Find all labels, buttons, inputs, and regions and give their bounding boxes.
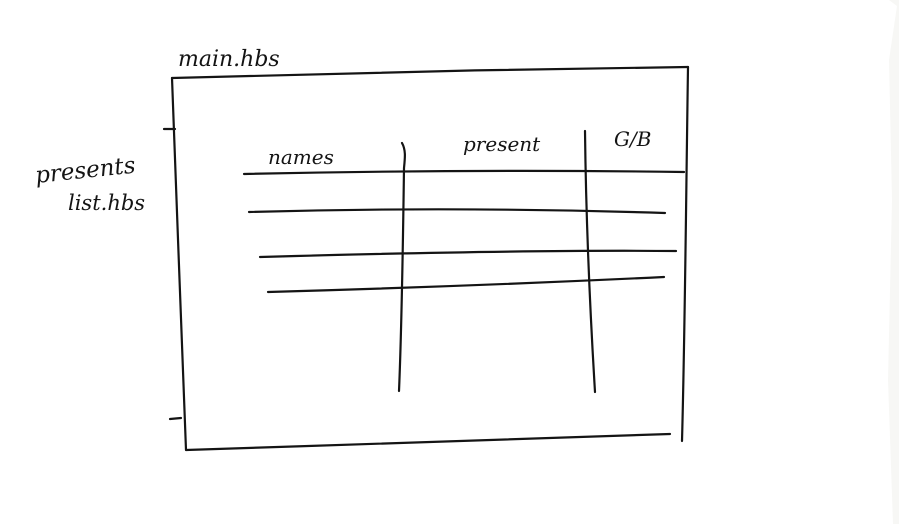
- partial-template-label-line2: list.hbs: [68, 191, 145, 215]
- column-header-gb: G/B: [614, 127, 651, 151]
- table-row-line: [266, 275, 666, 294]
- header-row-line: [242, 169, 686, 176]
- table-row-line: [258, 249, 678, 259]
- main-template-label: main.hbs: [178, 47, 280, 72]
- main-template-frame-bottom: [184, 432, 672, 452]
- column-divider: [583, 129, 597, 394]
- main-template-frame: [170, 65, 690, 80]
- column-divider: [397, 141, 406, 393]
- main-template-frame-left: [170, 76, 188, 452]
- partial-bracket-bottom-tick: [168, 416, 183, 421]
- column-header-names: names: [268, 145, 334, 169]
- main-template-frame-right: [680, 65, 690, 443]
- column-header-present: present: [463, 132, 541, 156]
- table-row-line: [247, 208, 667, 215]
